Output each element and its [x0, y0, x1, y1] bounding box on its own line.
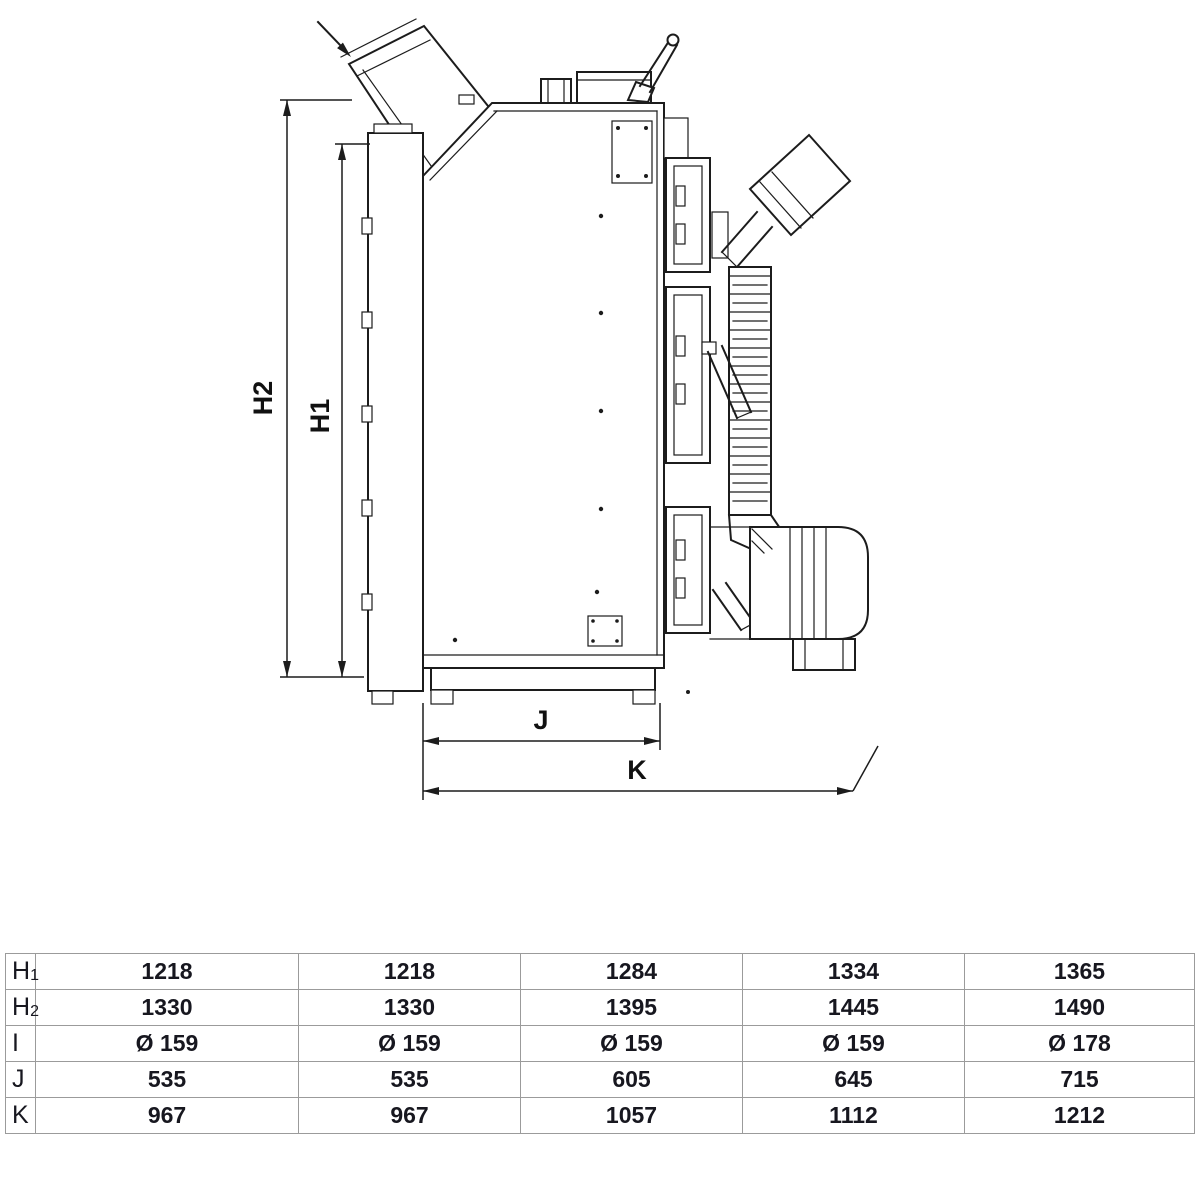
table-cell: 1330 — [298, 989, 521, 1026]
table-cell: 1490 — [964, 989, 1195, 1026]
dimension-h1: H1 — [305, 143, 370, 677]
dim-label-h1: H1 — [305, 399, 335, 434]
dimension-h2: H2 — [248, 99, 364, 678]
row-label-i: I — [5, 1025, 36, 1062]
table-cell: 1218 — [35, 953, 299, 990]
table-cell: Ø 159 — [520, 1025, 743, 1062]
dimension-table: H1 1218 1218 1284 1334 1365 H2 1330 1330… — [5, 953, 1195, 1134]
table-cell: Ø 159 — [742, 1025, 965, 1062]
table-cell: Ø 159 — [298, 1025, 521, 1062]
left-panel — [361, 123, 424, 705]
table-cell: 645 — [742, 1061, 965, 1098]
dim-label-j: J — [533, 705, 548, 735]
table-cell: 1212 — [964, 1097, 1195, 1134]
base-frame — [430, 667, 690, 705]
table-row-h1: H1 1218 1218 1284 1334 1365 — [5, 953, 1195, 990]
table-row-h2: H2 1330 1330 1395 1445 1490 — [5, 989, 1195, 1026]
table-cell: 1057 — [520, 1097, 743, 1134]
dim-label-h2: H2 — [248, 381, 278, 416]
row-label-k: K — [5, 1097, 36, 1134]
dimension-j: J — [422, 703, 661, 800]
table-cell: 535 — [35, 1061, 299, 1098]
heat-exchanger-panels — [663, 117, 729, 634]
row-label-h1: H1 — [5, 953, 39, 990]
inspection-door — [611, 120, 653, 184]
table-cell: Ø 178 — [964, 1025, 1195, 1062]
burner-assembly — [709, 526, 869, 671]
table-cell: 535 — [298, 1061, 521, 1098]
table-cell: 1395 — [520, 989, 743, 1026]
fuel-feed-arrow — [316, 20, 351, 57]
dim-label-k: K — [627, 755, 647, 785]
boiler-technical-drawing: H2 H1 J K — [248, 18, 879, 800]
table-cell: Ø 159 — [35, 1025, 299, 1062]
flue-outlet — [540, 78, 572, 104]
cleaning-lever — [626, 33, 680, 104]
table-cell: 1330 — [35, 989, 299, 1026]
table-cell: 1112 — [742, 1097, 965, 1134]
feeder-motor — [720, 133, 852, 269]
row-label-h2: H2 — [5, 989, 39, 1026]
dimension-k: K — [423, 745, 879, 795]
table-row-j: J 535 535 605 645 715 — [5, 1061, 1195, 1098]
table-cell: 1284 — [520, 953, 743, 990]
table-cell: 967 — [298, 1097, 521, 1134]
table-cell: 605 — [520, 1061, 743, 1098]
table-row-k: K 967 967 1057 1112 1212 — [5, 1097, 1195, 1134]
table-cell: 1445 — [742, 989, 965, 1026]
table-cell: 1365 — [964, 953, 1195, 990]
boiler-body — [403, 94, 665, 669]
row-label-j: J — [5, 1061, 36, 1098]
table-cell: 715 — [964, 1061, 1195, 1098]
table-row-i: I Ø 159 Ø 159 Ø 159 Ø 159 Ø 178 — [5, 1025, 1195, 1062]
table-cell: 1334 — [742, 953, 965, 990]
table-cell: 1218 — [298, 953, 521, 990]
table-cell: 967 — [35, 1097, 299, 1134]
